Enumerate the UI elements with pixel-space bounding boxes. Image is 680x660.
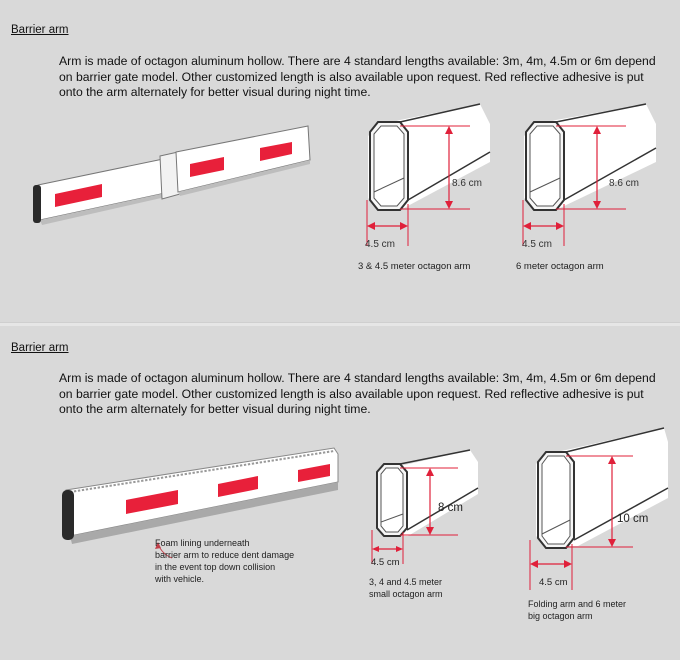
- big-profile-width-label: 4.5 cm: [539, 577, 568, 588]
- octagon-profile-drawing-2: [522, 103, 657, 246]
- big-profile-caption: Folding arm and 6 meter big octagon arm: [528, 599, 627, 621]
- profile-1-width-label: 4.5 cm: [365, 239, 396, 250]
- profile-2-caption: 6 meter octagon arm: [516, 261, 604, 272]
- telescopic-barrier-arm-illustration: [33, 125, 311, 225]
- barrier-arm-section-1: Barrier arm Arm is made of octagon alumi…: [0, 0, 680, 322]
- small-octagon-profile-drawing: [371, 449, 479, 564]
- section-divider: [0, 322, 680, 326]
- small-profile-height-label: 8 cm: [438, 502, 463, 514]
- big-octagon-profile-drawing: [529, 427, 669, 590]
- section-description: Arm is made of octagon aluminum hollow. …: [59, 371, 656, 416]
- section-heading: Barrier arm: [11, 24, 69, 36]
- octagon-profile-drawing-1: [366, 103, 491, 246]
- section-description: Arm is made of octagon aluminum hollow. …: [59, 54, 656, 99]
- big-profile-height-label: 10 cm: [617, 513, 649, 525]
- foam-lining-note: Foam lining underneath barrier arm to re…: [155, 538, 295, 584]
- small-profile-width-label: 4.5 cm: [371, 557, 400, 568]
- foam-lined-barrier-arm-illustration: [62, 447, 339, 559]
- small-profile-caption: 3, 4 and 4.5 meter small octagon arm: [369, 577, 443, 599]
- barrier-arm-section-2: Barrier arm Arm is made of octagon alumi…: [0, 326, 680, 660]
- section-heading: Barrier arm: [11, 342, 69, 354]
- profile-2-height-label: 8.6 cm: [609, 178, 640, 189]
- profile-2-width-label: 4.5 cm: [522, 239, 553, 250]
- profile-1-height-label: 8.6 cm: [452, 178, 483, 189]
- profile-1-caption: 3 & 4.5 meter octagon arm: [358, 261, 471, 272]
